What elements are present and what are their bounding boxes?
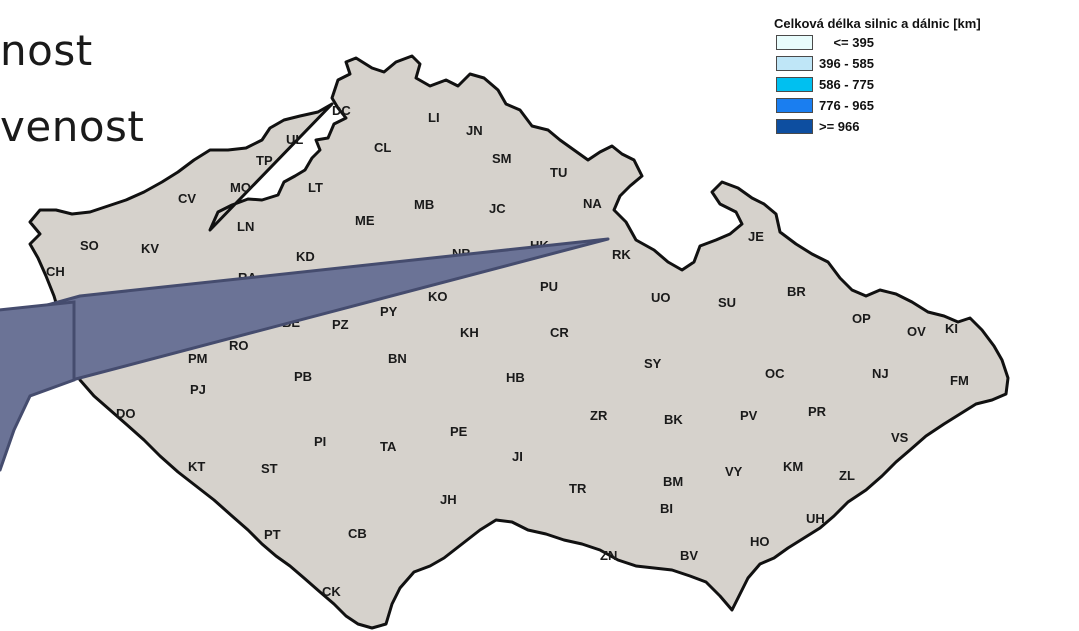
- legend-swatch: [776, 119, 813, 134]
- district-label-do: DO: [116, 406, 136, 421]
- district-label-st: ST: [261, 461, 278, 476]
- district-label-ch: CH: [46, 264, 65, 279]
- legend-label: <= 395: [819, 35, 874, 50]
- district-label-vs: VS: [891, 430, 909, 445]
- legend-item: <= 395: [776, 33, 1076, 52]
- district-label-cr: CR: [550, 325, 569, 340]
- district-label-so: SO: [80, 238, 99, 253]
- district-label-jh: JH: [440, 492, 457, 507]
- district-label-rk: RK: [612, 247, 631, 262]
- district-label-tr: TR: [569, 481, 587, 496]
- district-label-pj: PJ: [190, 382, 206, 397]
- district-label-pz: PZ: [332, 317, 349, 332]
- district-label-uo: UO: [651, 290, 671, 305]
- legend-item: 776 - 965: [776, 96, 1076, 115]
- district-label-mo: MO: [230, 180, 251, 195]
- district-label-pb: PB: [294, 369, 312, 384]
- callout-pointer: [0, 237, 610, 394]
- district-label-zr: ZR: [590, 408, 608, 423]
- district-label-ck: CK: [322, 584, 341, 599]
- legend-label: >= 966: [819, 119, 860, 134]
- callout-bubble: [0, 300, 76, 472]
- district-label-sy: SY: [644, 356, 662, 371]
- district-label-ji: JI: [512, 449, 523, 464]
- district-label-ho: HO: [750, 534, 770, 549]
- district-label-bi: BI: [660, 501, 673, 516]
- district-label-tp: TP: [256, 153, 273, 168]
- legend-item: 396 - 585: [776, 54, 1076, 73]
- district-label-kh: KH: [460, 325, 479, 340]
- district-label-cl: CL: [374, 140, 391, 155]
- district-label-ko: KO: [428, 289, 448, 304]
- district-label-kt: KT: [188, 459, 205, 474]
- district-label-su: SU: [718, 295, 736, 310]
- district-label-op: OP: [852, 311, 871, 326]
- district-label-tu: TU: [550, 165, 567, 180]
- district-label-ro: RO: [229, 338, 249, 353]
- district-label-py: PY: [380, 304, 398, 319]
- district-label-bm: BM: [663, 474, 683, 489]
- legend-label: 586 - 775: [819, 77, 874, 92]
- district-label-dc: DC: [332, 103, 351, 118]
- district-label-oc: OC: [765, 366, 785, 381]
- district-label-mb: MB: [414, 197, 434, 212]
- district-label-uh: UH: [806, 511, 825, 526]
- district-label-cb: CB: [348, 526, 367, 541]
- district-label-ov: OV: [907, 324, 926, 339]
- district-label-kd: KD: [296, 249, 315, 264]
- district-labels: DCLIJNULCLSMTPTUMOLTCVMBJCNAMELNSOKVKDNB…: [46, 103, 969, 599]
- district-label-ta: TA: [380, 439, 397, 454]
- district-label-jn: JN: [466, 123, 483, 138]
- legend-label: 776 - 965: [819, 98, 874, 113]
- district-label-fm: FM: [950, 373, 969, 388]
- legend-title: Celková délka silnic a dálnic [km]: [774, 16, 981, 31]
- district-label-jc: JC: [489, 201, 506, 216]
- map-legend: Celková délka silnic a dálnic [km] <= 39…: [774, 16, 1076, 136]
- district-label-me: ME: [355, 213, 375, 228]
- district-label-li: LI: [428, 110, 440, 125]
- district-label-cv: CV: [178, 191, 196, 206]
- country-outline: [28, 54, 1010, 630]
- district-label-pi: PI: [314, 434, 326, 449]
- district-label-je: JE: [748, 229, 764, 244]
- legend-item: 586 - 775: [776, 75, 1076, 94]
- district-label-ln: LN: [237, 219, 254, 234]
- district-label-kv: KV: [141, 241, 159, 256]
- legend-rows: <= 395 396 - 585 586 - 775 776 - 965 >= 966: [776, 33, 1076, 136]
- district-label-pr: PR: [808, 404, 827, 419]
- legend-swatch: [776, 77, 813, 92]
- district-label-pe: PE: [450, 424, 468, 439]
- district-label-km: KM: [783, 459, 803, 474]
- district-label-vy: VY: [725, 464, 743, 479]
- district-label-ul: UL: [286, 132, 303, 147]
- slide-text-line-1: nost: [0, 26, 93, 75]
- district-label-pu: PU: [540, 279, 558, 294]
- district-label-br: BR: [787, 284, 806, 299]
- slide-text-line-2: venost: [0, 102, 145, 151]
- district-label-nj: NJ: [872, 366, 889, 381]
- district-label-bk: BK: [664, 412, 683, 427]
- district-label-pt: PT: [264, 527, 281, 542]
- district-label-bv: BV: [680, 548, 698, 563]
- district-label-na: NA: [583, 196, 602, 211]
- legend-swatch: [776, 35, 813, 50]
- legend-swatch: [776, 56, 813, 71]
- district-label-ki: KI: [945, 321, 958, 336]
- district-label-sm: SM: [492, 151, 512, 166]
- district-label-pv: PV: [740, 408, 758, 423]
- legend-item: >= 966: [776, 117, 1076, 136]
- district-label-zn: ZN: [600, 548, 617, 563]
- district-label-lt: LT: [308, 180, 323, 195]
- district-label-pm: PM: [188, 351, 208, 366]
- district-label-bn: BN: [388, 351, 407, 366]
- district-label-zl: ZL: [839, 468, 855, 483]
- legend-label: 396 - 585: [819, 56, 874, 71]
- legend-swatch: [776, 98, 813, 113]
- district-label-hb: HB: [506, 370, 525, 385]
